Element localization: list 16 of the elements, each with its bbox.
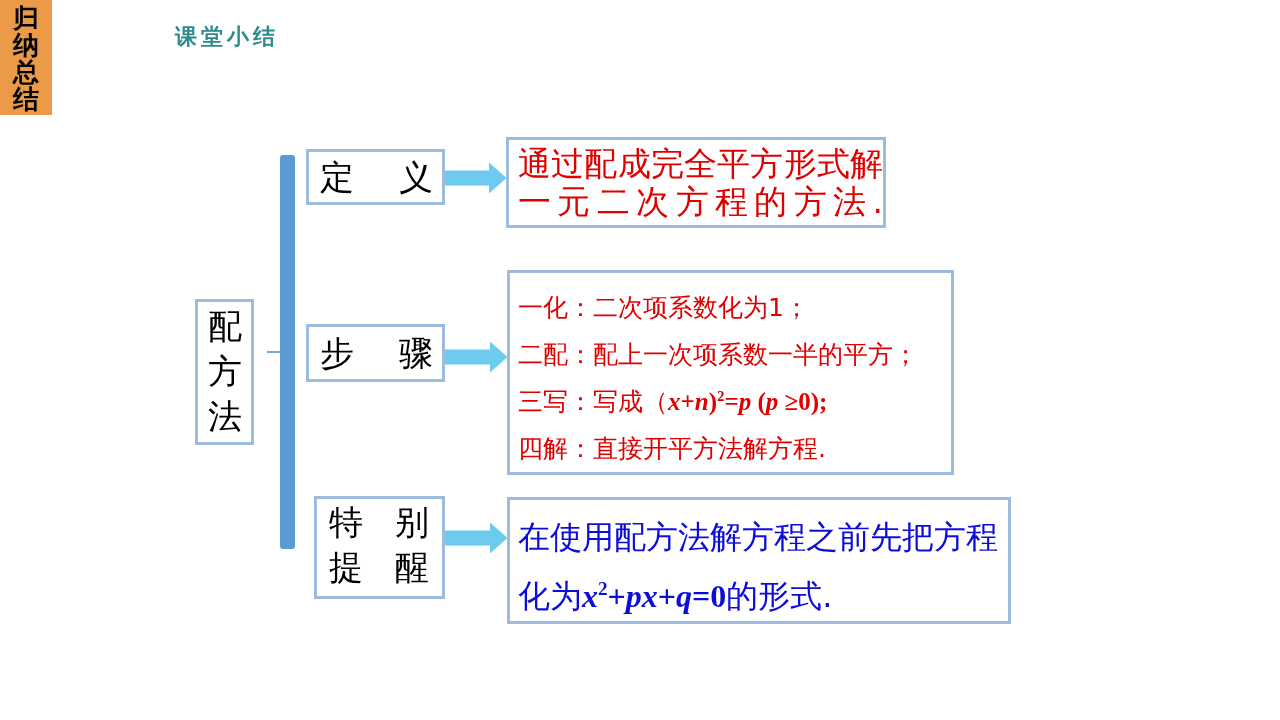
arrow — [445, 522, 508, 554]
definition-box: 通过配成完全平方形式解一元二次方程的方法. — [506, 137, 886, 228]
step-text: 一化：二次项系数化为1； — [518, 292, 810, 324]
slide-title: 课堂小结 — [175, 23, 279, 51]
step-text: 四解：直接开平方法解方程. — [518, 433, 827, 465]
step-text: 二配：配上一次项系数一半的平方； — [518, 339, 919, 371]
term-box: 步骤 — [306, 324, 445, 382]
term-box: 特别提醒 — [314, 496, 445, 599]
section-tab: 归纳总结 — [0, 0, 52, 115]
steps-box — [507, 270, 954, 475]
step-text: 三写：写成（x+n)$^{2}$=p (p ≥0); — [518, 386, 829, 418]
arrow — [445, 341, 508, 373]
arrow — [445, 162, 507, 194]
topic-box: 配方法 — [195, 299, 254, 445]
term-box: 定义 — [306, 149, 445, 205]
note-box: 在使用配方法解方程之前先把方程化为x$^{2}$+px+q=0的形式. — [507, 497, 1011, 624]
